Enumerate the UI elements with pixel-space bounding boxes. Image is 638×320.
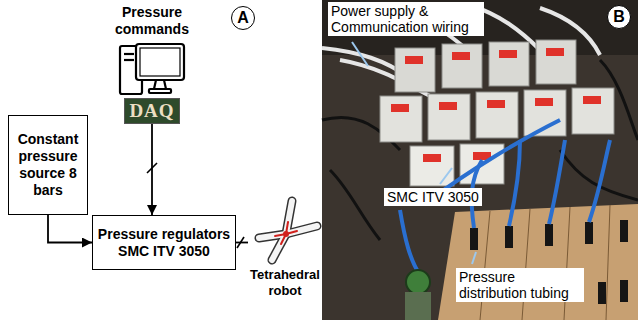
connector	[236, 242, 248, 244]
photo-callout: SMC ITV 3050	[384, 188, 482, 206]
monitor	[136, 44, 184, 80]
fitting	[585, 222, 593, 244]
monitor-screen	[140, 48, 180, 76]
fitting	[545, 224, 553, 246]
gauge-body	[405, 292, 431, 320]
fitting	[620, 220, 628, 242]
panel-letter: A	[231, 6, 255, 30]
regulator-unit	[442, 44, 482, 88]
tower-slot	[124, 53, 134, 55]
regulator-unit	[476, 92, 518, 138]
node-heading: Pressure commands	[107, 4, 197, 38]
regulator-units	[380, 40, 614, 186]
groove	[606, 205, 610, 320]
tube	[589, 140, 610, 222]
regulator-unit	[395, 48, 435, 92]
regulator-displays	[391, 48, 601, 162]
daq-label: DAQ	[124, 98, 180, 124]
leader-line	[440, 168, 452, 184]
robot-tube	[286, 226, 317, 234]
tube	[549, 140, 565, 224]
robot-center-arrows	[275, 222, 297, 244]
led-display	[546, 48, 564, 56]
regulator-unit	[410, 146, 454, 186]
monitor-stand	[154, 80, 166, 89]
photo-callout: Pressure distribution tubing	[456, 268, 584, 302]
robot-tubes-outline	[259, 201, 317, 260]
led-display	[535, 98, 553, 106]
connector	[48, 215, 92, 243]
process-box: Pressure regulators SMC ITV 3050	[92, 215, 236, 270]
regulator-unit	[536, 40, 576, 84]
led-display	[583, 96, 601, 104]
groove	[564, 207, 570, 320]
figure-caption: Tetrahedral robot	[248, 267, 322, 299]
process-box: Constant pressure source 8 bars	[8, 115, 88, 215]
fitting	[598, 282, 606, 304]
connector	[151, 124, 153, 215]
tube	[400, 210, 420, 275]
daq-computer: Pressure commandsDAQ	[107, 4, 197, 124]
regulator-unit	[572, 88, 614, 134]
robot-tube	[286, 201, 292, 234]
robot-tube	[286, 226, 317, 234]
robot-center	[283, 231, 289, 237]
led-display	[423, 154, 441, 162]
regulator-unit	[380, 96, 422, 142]
led-display	[487, 100, 505, 108]
groove	[522, 209, 530, 320]
led-display	[391, 104, 409, 112]
led-display	[405, 56, 423, 64]
leader-lines	[352, 42, 476, 264]
led-display	[499, 50, 517, 58]
fitting	[620, 280, 628, 302]
photo-background	[322, 0, 638, 320]
tube	[509, 140, 520, 226]
box-text: Pressure regulators SMC ITV 3050	[95, 226, 233, 260]
box-text: Constant pressure source 8 bars	[11, 131, 85, 199]
fitting	[470, 228, 478, 250]
leader-line	[352, 42, 368, 66]
computer-icon	[120, 44, 184, 94]
wooden-board	[438, 204, 638, 320]
photo-callout: Power supply & Communication wiring	[328, 2, 484, 36]
led-display	[439, 102, 457, 110]
led-display	[452, 52, 470, 60]
tetrahedral-robot	[259, 201, 317, 260]
regulator-unit	[428, 94, 470, 140]
tube	[330, 170, 380, 240]
robot-tube	[272, 234, 286, 260]
leader-line	[472, 252, 476, 264]
photo-panel	[322, 0, 638, 320]
tower-slot	[124, 59, 134, 61]
regulator-unit	[489, 42, 529, 86]
robot-figure: Tetrahedral robot	[248, 195, 322, 299]
robot-tubes-fill	[259, 201, 317, 260]
groove	[480, 211, 490, 320]
pressure-gauge	[406, 270, 430, 294]
panel-letter: B	[607, 5, 631, 29]
monitor-base	[149, 89, 171, 93]
fitting	[505, 226, 513, 248]
